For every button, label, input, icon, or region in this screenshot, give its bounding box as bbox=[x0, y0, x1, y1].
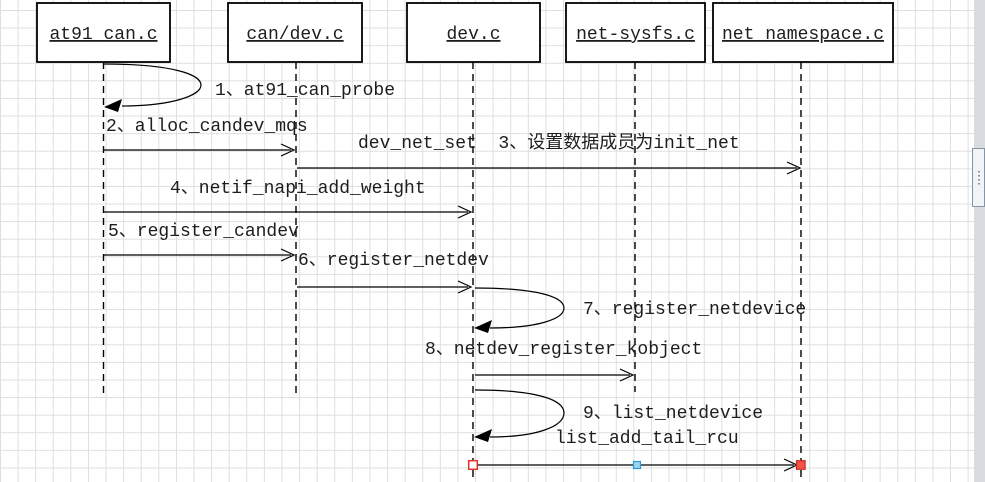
actor-box[interactable] bbox=[565, 2, 706, 63]
vertical-scrollbar-thumb[interactable] bbox=[972, 148, 985, 207]
message-9-label[interactable]: 9、list_netdevice bbox=[583, 404, 763, 424]
message-6-label[interactable]: 6、register_netdev bbox=[298, 251, 489, 271]
actor-label: net_namespace.c bbox=[722, 25, 884, 45]
actor-box[interactable] bbox=[406, 2, 541, 63]
message-2-arrow[interactable] bbox=[104, 143, 296, 157]
message-10-label[interactable]: list_add_tail_rcu bbox=[555, 429, 739, 449]
actor-box[interactable] bbox=[227, 2, 363, 63]
actor-box[interactable] bbox=[712, 2, 894, 63]
message-1-self-arrow[interactable] bbox=[103, 63, 202, 112]
self-call-curve bbox=[103, 63, 202, 107]
message-9-self-arrow[interactable] bbox=[474, 389, 565, 442]
actor-can-dev[interactable]: can/dev.c bbox=[227, 2, 363, 63]
actor-dev[interactable]: dev.c bbox=[406, 2, 541, 63]
scrollbar-grip-icon bbox=[978, 171, 980, 187]
selection-handle-mid[interactable] bbox=[632, 460, 642, 470]
actor-box[interactable] bbox=[36, 2, 171, 63]
message-8-label[interactable]: 8、netdev_register_kobject bbox=[425, 340, 702, 360]
message-7-self-arrow[interactable] bbox=[474, 287, 565, 333]
open-arrowhead-icon bbox=[457, 280, 473, 294]
self-call-curve bbox=[474, 389, 565, 438]
actor-at91-can[interactable]: at91_can.c bbox=[36, 2, 171, 63]
message-2-label[interactable]: 2、alloc_candev_mqs bbox=[106, 117, 308, 137]
open-arrowhead-icon bbox=[280, 248, 296, 262]
open-arrowhead-icon bbox=[457, 205, 473, 219]
message-5-arrow[interactable] bbox=[104, 248, 296, 262]
actor-label: dev.c bbox=[446, 25, 500, 45]
open-arrowhead-icon bbox=[280, 143, 296, 157]
filled-arrowhead-icon bbox=[474, 429, 492, 442]
actor-label: can/dev.c bbox=[246, 25, 343, 45]
message-10-arrow-selected[interactable] bbox=[467, 458, 806, 472]
message-3-label[interactable]: dev_net_set 3、设置数据成员为init_net bbox=[358, 132, 740, 154]
actor-net-namespace[interactable]: net_namespace.c bbox=[712, 2, 894, 63]
selection-handle-start[interactable] bbox=[467, 459, 479, 471]
selection-handle-end[interactable] bbox=[795, 460, 806, 470]
message-1-label[interactable]: 1、at91_can_probe bbox=[215, 81, 395, 101]
open-arrowhead-icon bbox=[619, 368, 635, 382]
message-7-label[interactable]: 7、register_netdevice bbox=[583, 300, 806, 320]
actor-net-sysfs[interactable]: net-sysfs.c bbox=[565, 2, 706, 63]
message-5-label[interactable]: 5、register_candev bbox=[108, 222, 299, 242]
message-8-arrow[interactable] bbox=[475, 368, 635, 382]
filled-arrowhead-icon bbox=[104, 99, 122, 112]
self-call-curve bbox=[474, 287, 565, 329]
message-4-arrow[interactable] bbox=[104, 205, 473, 219]
message-6-arrow[interactable] bbox=[297, 280, 473, 294]
actor-label: net-sysfs.c bbox=[576, 25, 695, 45]
vertical-scrollbar-track[interactable] bbox=[972, 0, 985, 482]
message-3-arrow[interactable] bbox=[297, 161, 802, 175]
message-4-label[interactable]: 4、netif_napi_add_weight bbox=[170, 179, 426, 199]
filled-arrowhead-icon bbox=[474, 320, 492, 333]
open-arrowhead-icon bbox=[786, 161, 802, 175]
actor-label: at91_can.c bbox=[49, 25, 157, 45]
